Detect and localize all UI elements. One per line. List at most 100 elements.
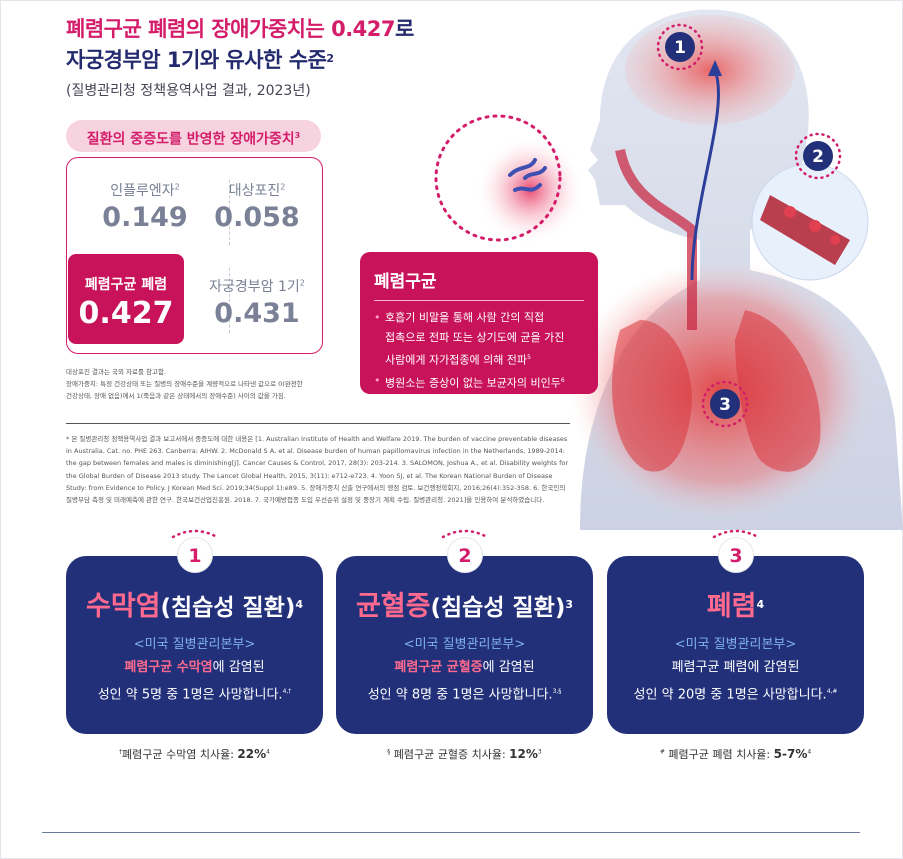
marker-3-label: 3 <box>719 395 731 415</box>
footnotes: 대상포진 결과는 국외 자료를 참고함. 장애가중치: 특정 건강상태 또는 질… <box>66 366 366 402</box>
weights-header-sup: 3 <box>294 131 301 140</box>
subtitle: (질병관리청 정책용역사업 결과, 2023년) <box>66 83 311 99</box>
info-box-divider <box>374 300 584 301</box>
weight-value: 0.431 <box>214 298 300 329</box>
marker-3-ring <box>701 380 749 428</box>
marker-2 <box>803 141 833 171</box>
weight-label: 인플루엔자2 <box>75 180 215 200</box>
weight-cell-shingles: 대상포진2 0.058 <box>187 180 327 233</box>
weight-label-sup: 2 <box>174 182 180 192</box>
references: * 본 질병관리청 정책용역사업 결과 보고서에서 중증도에 대한 내용은 [1… <box>66 435 569 505</box>
marker-2-ring <box>794 132 842 180</box>
card-org: <미국 질병관리본부> <box>403 637 526 652</box>
foot-sup: 4 <box>266 748 270 756</box>
info-bullet-text: 병원소는 증상이 없는 보균자의 비인두 <box>385 376 561 390</box>
blood-cell <box>830 235 840 245</box>
bacteria-cluster <box>508 158 547 192</box>
weight-label: 자궁경부암 1기2 <box>187 276 327 296</box>
bacteria-circle <box>434 114 562 242</box>
card-disease-name: 균혈증 <box>355 591 431 622</box>
weights-box: 인플루엔자2 0.149 대상포진2 0.058 자궁경부암 1기2 0.431 <box>66 157 323 354</box>
marker-1-label: 1 <box>674 38 686 58</box>
card-bacteremia: 2 균혈증(침습성 질환)3 <미국 질병관리본부> 폐렴구균 균혈증에 감염된… <box>336 529 593 734</box>
card-title: 수막염(침습성 질환)4 <box>66 592 323 623</box>
card-title: 균혈증(침습성 질환)3 <box>336 592 593 623</box>
card-desc-sup: 4,† <box>282 688 292 695</box>
foot-value: 22% <box>237 747 267 761</box>
blood-cell <box>784 206 796 218</box>
info-bullet-sup: 6 <box>560 376 565 384</box>
foot-mark: # <box>659 748 665 756</box>
foot-value: 12% <box>509 747 538 761</box>
fatality-rate-bacteremia: § 폐렴구균 균혈증 치사율: 12%3 <box>336 746 593 762</box>
marker-2-label: 2 <box>812 147 824 167</box>
card-title: 폐렴4 <box>607 592 864 623</box>
card-meningitis: 1 수막염(침습성 질환)4 <미국 질병관리본부> 폐렴구균 수막염에 감염된… <box>66 529 323 734</box>
card-desc-text: 에 감염된 <box>482 660 535 675</box>
footnote-line: 장애가중치: 특정 건강상태 또는 질병의 장애수준을 계량적으로 나타낸 값으… <box>66 380 303 388</box>
card-desc-line2: 성인 약 8명 중 1명은 사망합니다. <box>367 687 553 703</box>
footnote-line: 건강상태, 장애 없음)에서 1(죽음과 같은 상태에서의 장애수준) 사이의 … <box>66 392 286 400</box>
badge-dots <box>712 529 760 539</box>
card-disease-type: (침습성 질환) <box>160 595 296 621</box>
weight-cell-pneumococcal-highlight: 폐렴구균 폐렴 0.427 <box>68 254 184 344</box>
arrow-head <box>708 60 722 76</box>
footnote-line: 대상포진 결과는 국외 자료를 참고함. <box>66 368 167 376</box>
card-disease-name: 수막염 <box>85 591 161 622</box>
grid-divider-top <box>229 180 230 245</box>
airway-path <box>615 148 697 330</box>
card-number-badge: 1 <box>177 537 213 573</box>
marker-3 <box>710 389 740 419</box>
marker-1-ring <box>656 23 704 71</box>
references-divider <box>66 423 570 424</box>
weight-label: 대상포진2 <box>187 180 327 200</box>
foot-mark: † <box>119 748 123 756</box>
weight-value-highlight: 0.427 <box>78 296 174 331</box>
lung-right <box>735 310 821 472</box>
info-box-title: 폐렴구균 <box>374 272 437 292</box>
info-bullet-text: 접촉으로 전파 또는 상기도에 균을 가진 <box>385 331 565 344</box>
weight-value: 0.058 <box>214 202 300 233</box>
foot-mark: § <box>387 748 391 756</box>
card-disease-type: (침습성 질환) <box>430 595 566 621</box>
lung-left <box>612 320 692 472</box>
badge-dots <box>441 529 489 539</box>
weight-value: 0.149 <box>102 202 188 233</box>
card-highlight: 폐렴구균 균혈증 <box>394 660 483 675</box>
card-highlight: 폐렴구균 수막염 <box>124 660 213 675</box>
title-line1-highlight: 폐렴구균 폐렴의 장애가중치는 0.427 <box>66 17 396 41</box>
foot-label: 폐렴구균 수막염 치사율: <box>122 748 238 761</box>
weight-label-sup: 2 <box>299 278 305 288</box>
foot-label: 폐렴구균 균혈증 치사율: <box>390 748 510 761</box>
title-line2-sup: 2 <box>326 52 334 65</box>
fatality-rate-meningitis: †폐렴구균 수막염 치사율: 22%4 <box>66 746 323 762</box>
info-bullet-text: 사람에게 자가접종에 의해 전파 <box>385 353 528 367</box>
weights-header-text: 질환의 중증도를 반영한 장애가중치 <box>86 131 295 148</box>
card-desc-line2: 성인 약 5명 중 1명은 사망합니다. <box>97 687 283 703</box>
card-desc-sup: 3,§ <box>552 688 562 695</box>
airway-arrow <box>690 69 720 281</box>
weight-label-text: 대상포진 <box>228 183 281 199</box>
fatality-rate-pneumonia: # 폐렴구균 폐렴 치사율: 5-7%4 <box>607 746 864 762</box>
brain <box>625 15 795 125</box>
card-desc-text: 폐렴구균 폐렴에 감염된 <box>671 660 800 675</box>
info-bullet-text: 호흡기 비말을 통해 사람 간의 직접 <box>385 311 545 324</box>
card-number-badge: 3 <box>718 537 754 573</box>
card-title-sup: 4 <box>295 598 304 611</box>
blood-vessel <box>760 195 850 265</box>
weight-label-highlight: 폐렴구균 폐렴 <box>84 277 168 293</box>
badge-dots <box>171 529 219 539</box>
weight-cell-influenza: 인플루엔자2 0.149 <box>75 180 215 233</box>
card-title-sup: 4 <box>756 598 765 611</box>
card-number-badge: 2 <box>447 537 483 573</box>
card-desc-line2: 성인 약 20명 중 1명은 사망합니다. <box>633 687 827 703</box>
grid-divider-bottom <box>229 268 230 333</box>
card-title-sup: 3 <box>565 598 574 611</box>
info-bullet-sup: 5 <box>527 354 531 361</box>
title-line1-end: 로 <box>395 17 414 41</box>
card-desc-text: 에 감염된 <box>212 660 265 675</box>
